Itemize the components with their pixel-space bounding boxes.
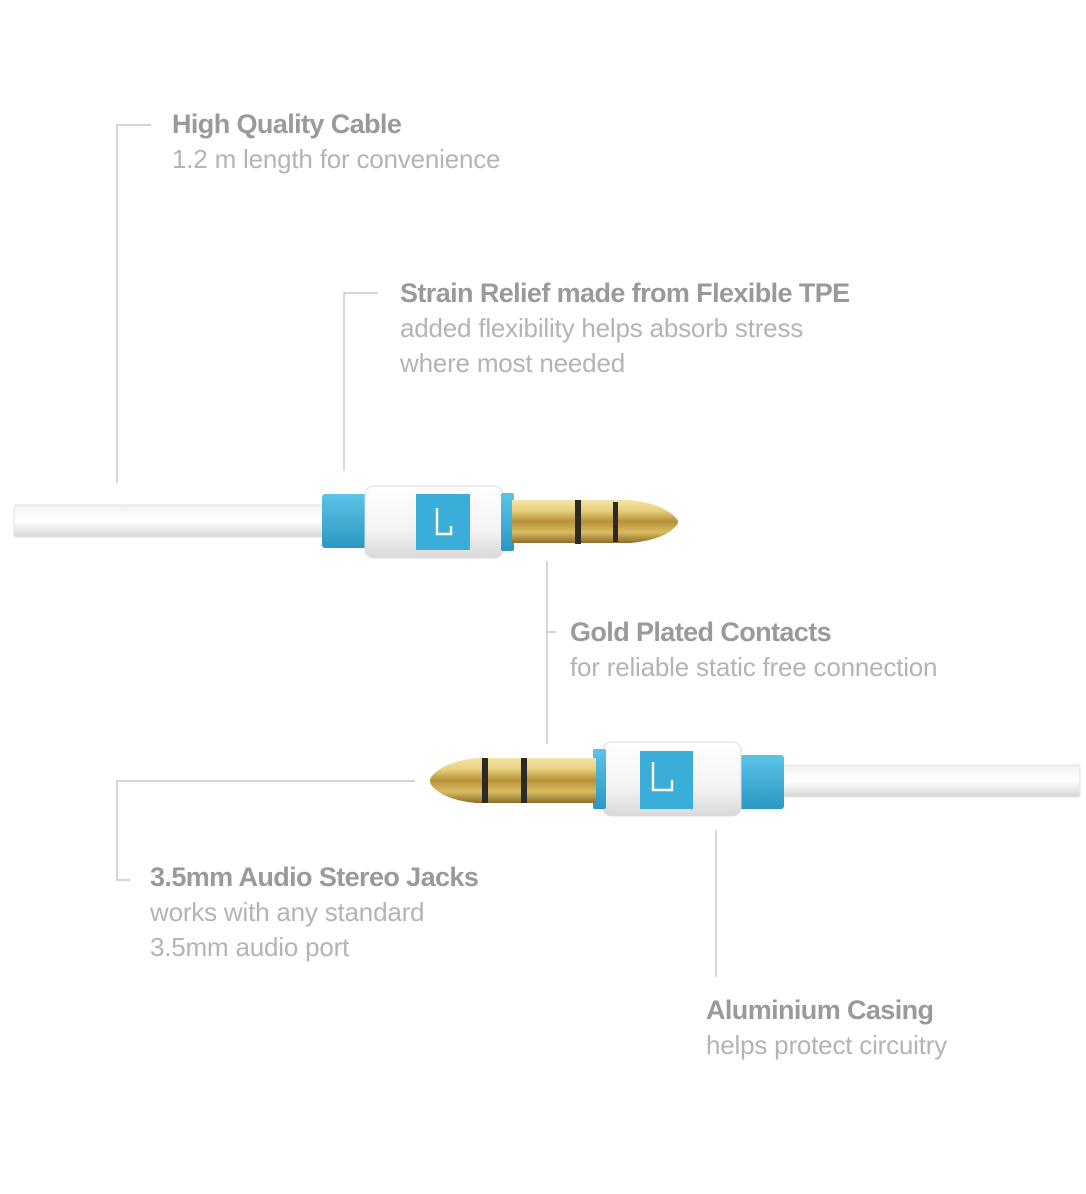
leader-line-jack (116, 780, 415, 881)
callout-description: added flexibility helps absorb stress (400, 313, 804, 343)
strain-relief-bottom (734, 755, 784, 809)
brand-logo-icon (640, 751, 693, 809)
leader-lines (116, 124, 717, 977)
gold-contacts-bottom (430, 758, 596, 803)
callout-strain-relief: Strain Relief made from Flexible TPE add… (400, 275, 850, 381)
callout-description: helps protect circuitry (706, 1030, 948, 1060)
callout-description: 3.5mm audio port (150, 932, 350, 962)
callout-aluminium-casing: Aluminium Casing helps protect circuitry (706, 992, 947, 1063)
brand-logo-icon (416, 494, 470, 550)
cable-bottom (774, 764, 1081, 798)
callout-high-quality-cable: High Quality Cable 1.2 m length for conv… (172, 106, 500, 177)
cable-top (13, 504, 325, 538)
leader-line-gold (546, 561, 556, 744)
callout-description: for reliable static free connection (570, 652, 938, 682)
leader-line-strain (343, 292, 378, 471)
callout-title: Gold Plated Contacts (570, 617, 832, 647)
audio-plug-bottom (430, 741, 1081, 817)
callout-title: Aluminium Casing (706, 995, 934, 1025)
callout-description: works with any standard (150, 897, 425, 927)
callout-title: 3.5mm Audio Stereo Jacks (150, 862, 479, 892)
gold-contacts-top (512, 500, 678, 543)
callout-audio-stereo-jacks: 3.5mm Audio Stereo Jacks works with any … (150, 859, 479, 965)
callout-title: High Quality Cable (172, 109, 402, 139)
strain-relief-top (322, 494, 370, 548)
callout-title: Strain Relief made from Flexible TPE (400, 278, 850, 308)
callout-description: 1.2 m length for convenience (172, 144, 501, 174)
audio-plug-top (13, 485, 678, 559)
callout-gold-plated-contacts: Gold Plated Contacts for reliable static… (570, 614, 938, 685)
leader-line-cable (116, 124, 151, 483)
callout-description: where most needed (400, 348, 625, 378)
